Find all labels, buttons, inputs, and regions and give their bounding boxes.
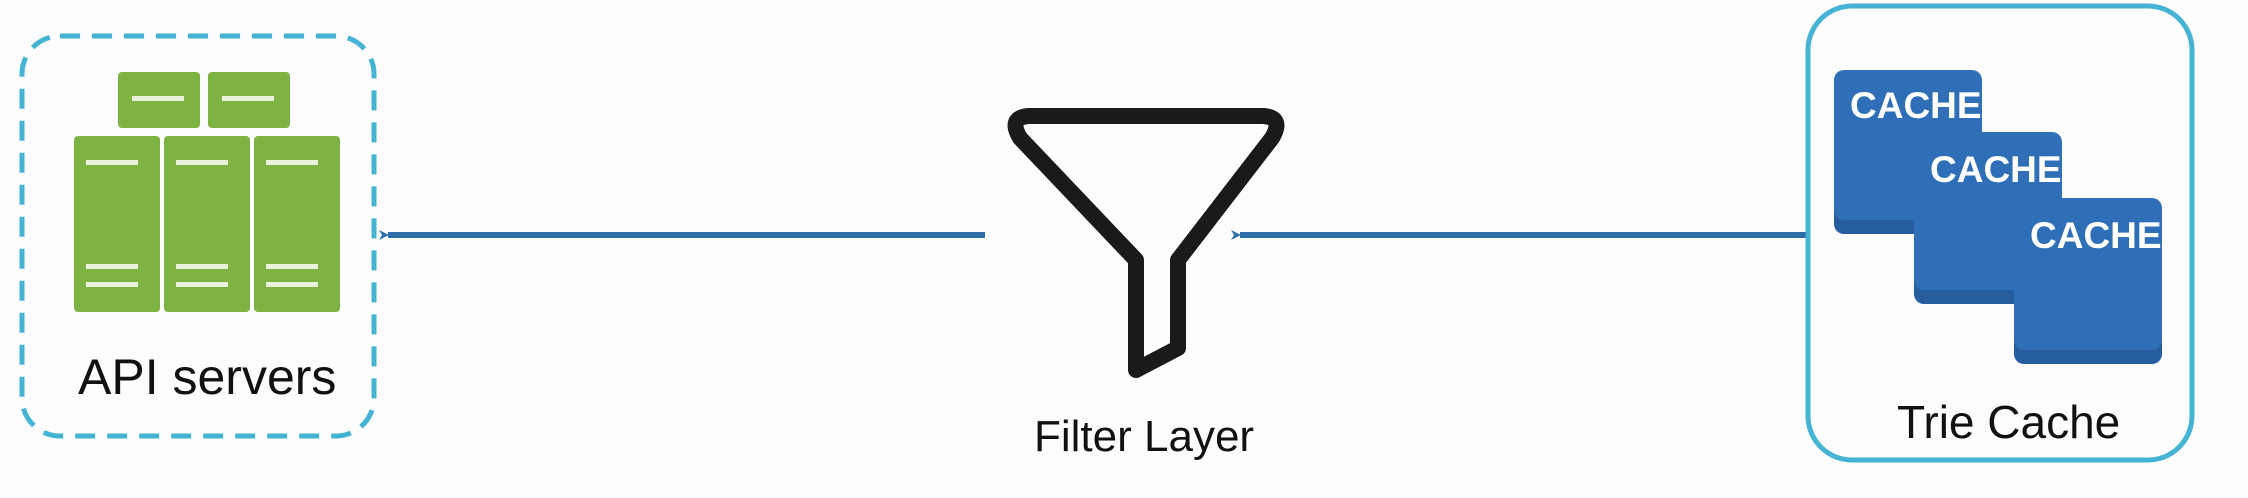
cache-stack-icon: CACHE CACHE CACHE: [1834, 70, 2162, 364]
api-servers-container: [19, 33, 377, 439]
trie-cache-label: Trie Cache: [1897, 396, 2121, 448]
cache-label-3: CACHE: [2030, 215, 2162, 256]
funnel-icon: [1007, 108, 1285, 378]
cache-label-1: CACHE: [1850, 85, 1982, 126]
trie-cache-container: [1805, 3, 2195, 463]
api-servers-icon: [74, 72, 340, 312]
api-servers-label: API servers: [78, 349, 337, 405]
filter-layer-label: Filter Layer: [1034, 412, 1255, 461]
cache-label-2: CACHE: [1930, 149, 2062, 190]
